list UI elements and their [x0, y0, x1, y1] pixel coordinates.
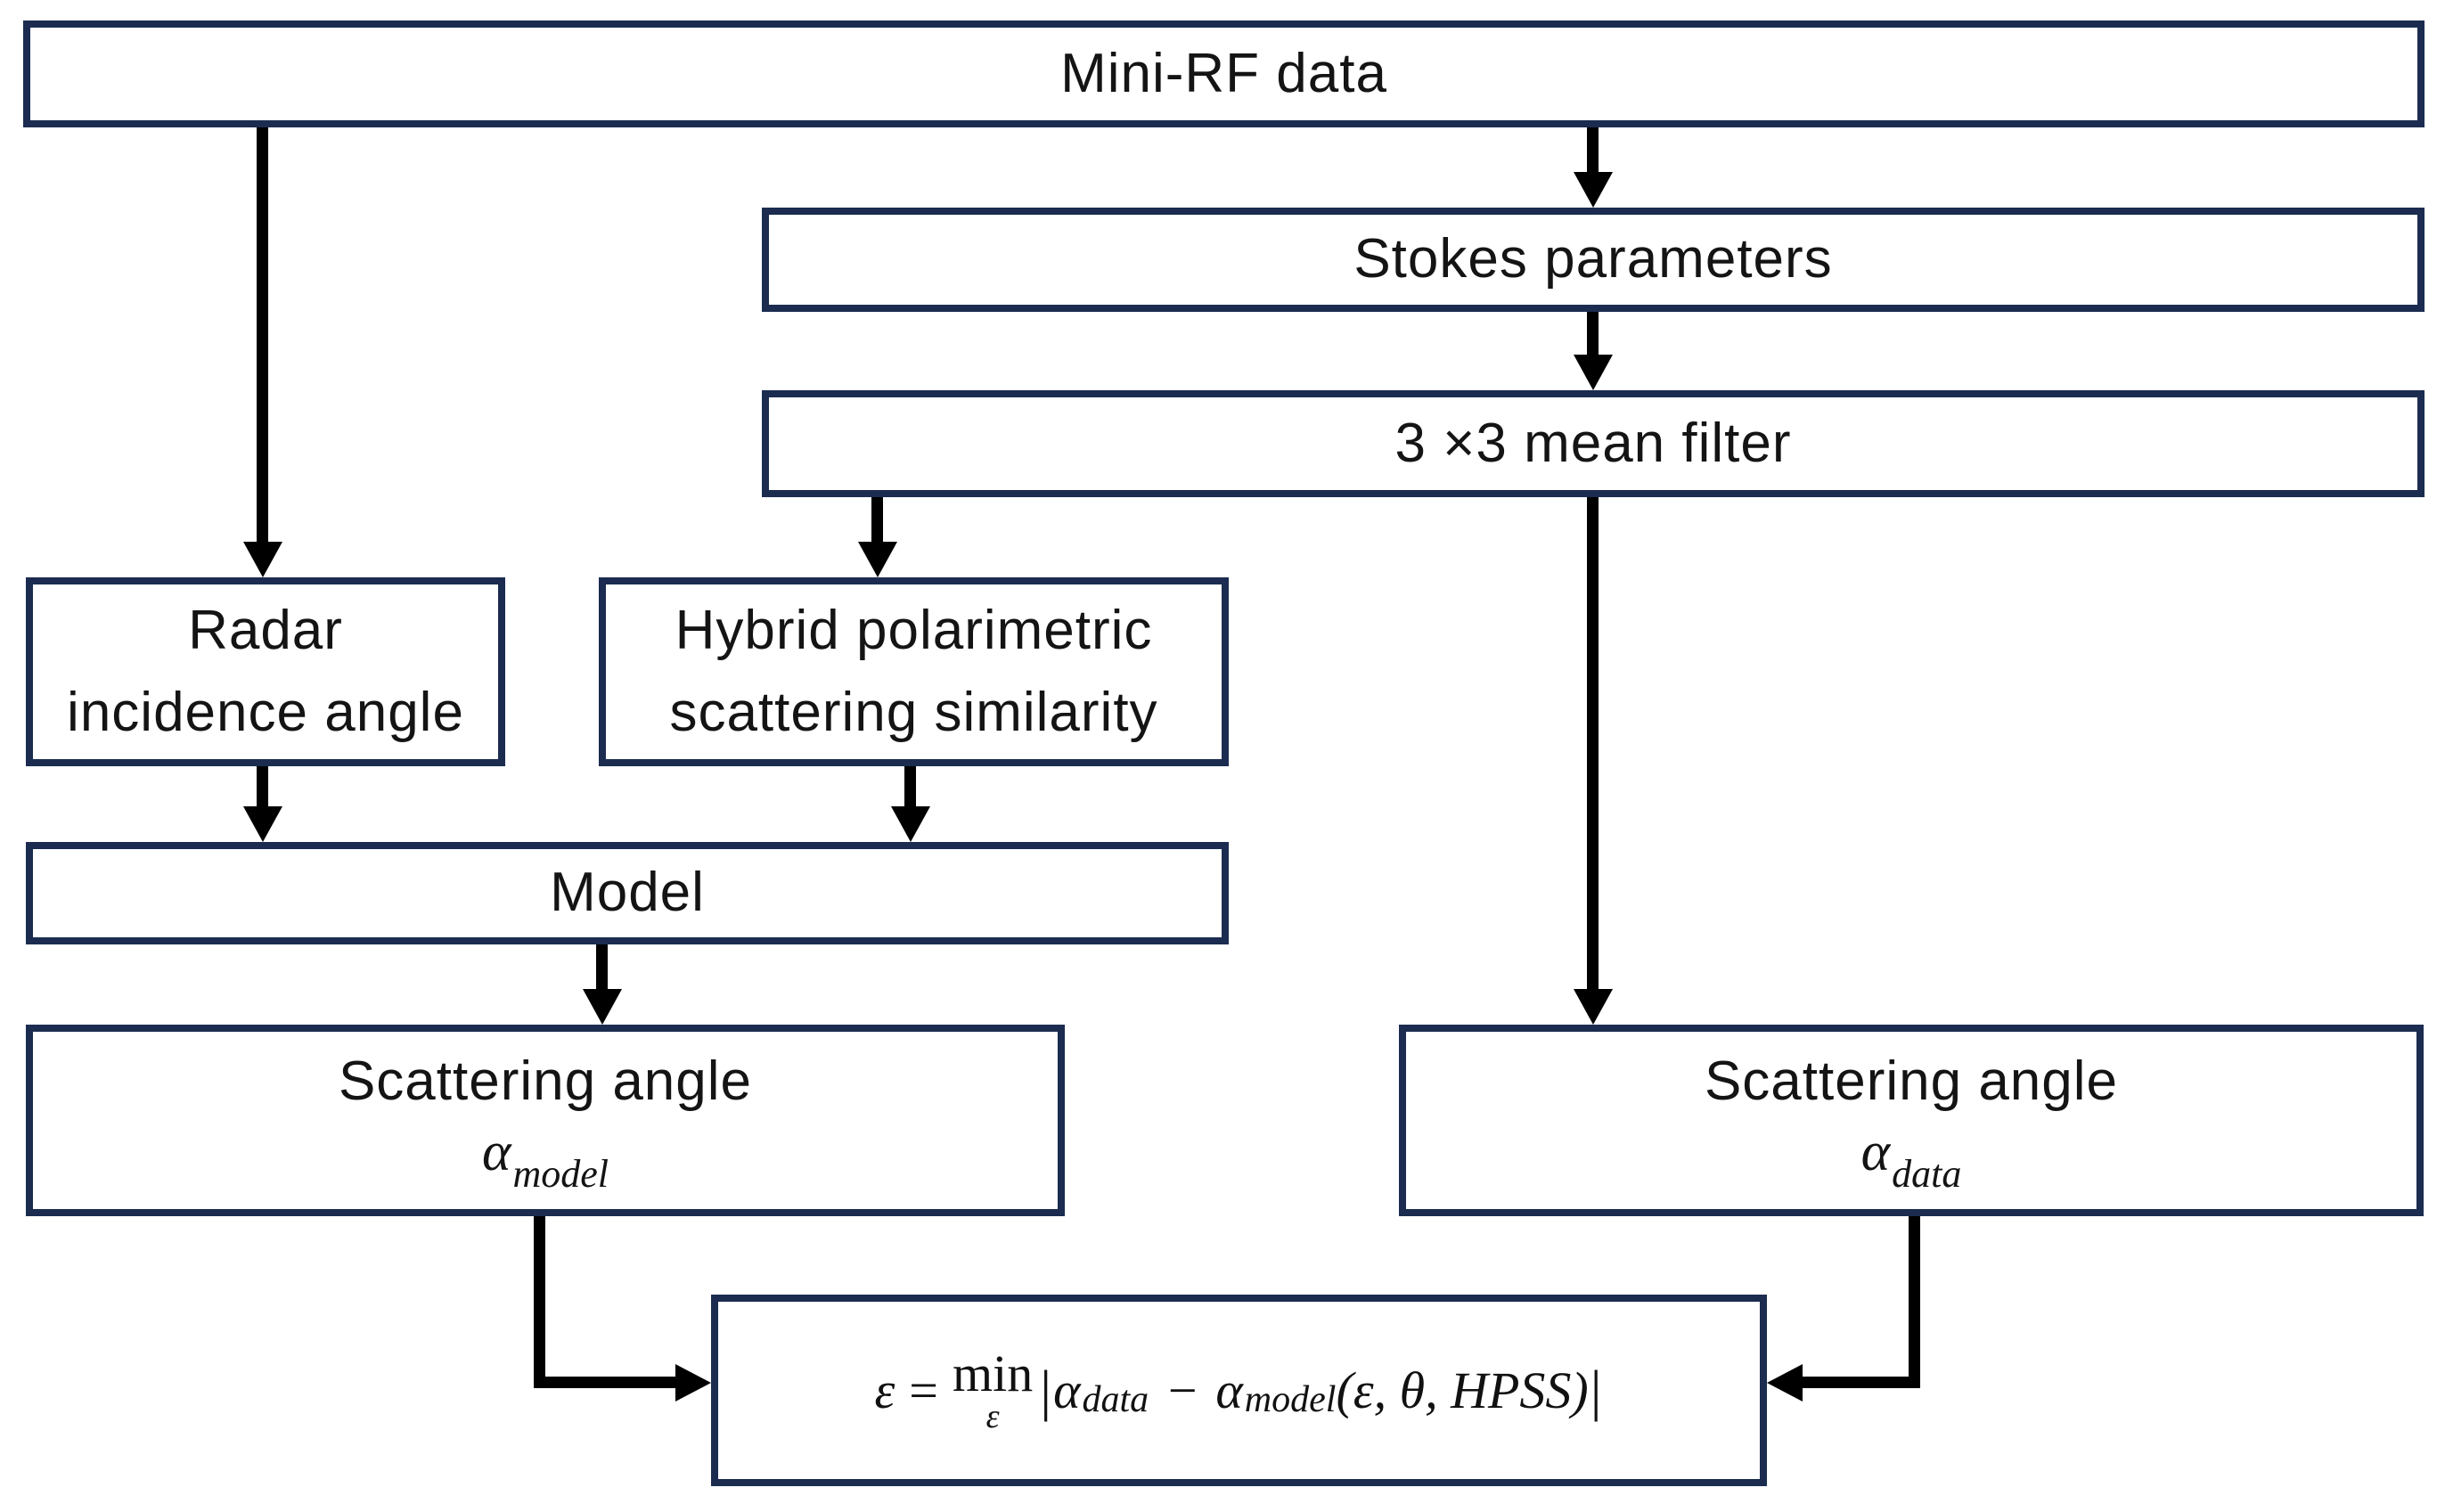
- alpha-glyph: α: [481, 1122, 511, 1183]
- alpha-subscript: data: [1892, 1152, 1962, 1197]
- arrow-shaft: [871, 497, 883, 551]
- formula-lhs: ε: [874, 1361, 895, 1419]
- arrowhead-down-icon: [1574, 355, 1613, 390]
- box-mean-filter: 3 ×3 mean filter: [762, 390, 2425, 497]
- arrow-minirf-to-radar: [243, 127, 282, 577]
- arrow-stokes-to-meanfilter: [1574, 312, 1613, 390]
- formula-alpha-model: α: [1215, 1361, 1243, 1419]
- arrow-alphadata-to-formula: [1767, 1216, 1920, 1402]
- arrowhead-down-icon: [583, 989, 622, 1025]
- formula-minus: −: [1165, 1361, 1200, 1419]
- alpha-subscript: model: [512, 1152, 609, 1197]
- box-label-line1: Radar: [188, 600, 343, 662]
- arrowhead-down-icon: [1574, 172, 1613, 208]
- min-word: min: [953, 1344, 1034, 1403]
- box-scattering-angle-model: Scattering angle αmodel: [26, 1025, 1065, 1216]
- arrowhead-left-icon: [1767, 1364, 1803, 1402]
- arrow-shaft: [596, 944, 608, 998]
- box-model: Model: [26, 842, 1229, 944]
- arrow-shaft: [257, 766, 268, 815]
- box-label-line2: scattering similarity: [669, 682, 1158, 743]
- arrow-meanfilter-to-alphadata: [1574, 497, 1613, 1025]
- formula-alpha-data: α: [1053, 1361, 1081, 1419]
- arrowhead-down-icon: [891, 806, 930, 842]
- box-hybrid-polarimetric-scattering-similarity: Hybrid polarimetric scattering similarit…: [599, 577, 1229, 766]
- box-label-line1: Hybrid polarimetric: [675, 600, 1153, 662]
- arrow-model-to-alphamodel: [583, 944, 622, 1025]
- arrow-shaft: [1587, 497, 1599, 998]
- arrow-hybrid-to-model: [891, 766, 930, 842]
- box-mini-rf-data: Mini-RF data: [23, 20, 2425, 127]
- arrowhead-right-icon: [675, 1364, 711, 1402]
- arrow-shaft: [1803, 1377, 1920, 1388]
- box-label: 3 ×3 mean filter: [1394, 412, 1792, 474]
- formula-abs-open: |: [1040, 1358, 1052, 1422]
- alpha-glyph: α: [1860, 1122, 1891, 1183]
- arrowhead-down-icon: [858, 542, 897, 577]
- formula-alpha-data-sub: data: [1082, 1379, 1149, 1420]
- arrow-shaft: [904, 766, 916, 815]
- box-radar-incidence-angle: Radar incidence angle: [26, 577, 505, 766]
- alpha-data-symbol: αdata: [1860, 1122, 1962, 1193]
- box-label: Mini-RF data: [1060, 42, 1387, 104]
- arrow-shaft: [534, 1377, 678, 1388]
- arrow-radar-to-model: [243, 766, 282, 842]
- alpha-model-symbol: αmodel: [481, 1122, 609, 1193]
- formula-min-operator: min ε: [953, 1344, 1034, 1436]
- formula-args: (ε, θ, HPSS): [1336, 1361, 1589, 1419]
- arrowhead-down-icon: [1574, 989, 1613, 1025]
- box-label-line2: incidence angle: [67, 682, 464, 743]
- box-label-line1: Scattering angle: [1704, 1050, 2119, 1113]
- arrow-shaft: [1587, 127, 1599, 181]
- arrow-meanfilter-to-hybrid: [858, 497, 897, 577]
- arrow-shaft: [1909, 1216, 1920, 1388]
- box-scattering-angle-data: Scattering angle αdata: [1399, 1025, 2424, 1216]
- formula-equals: =: [909, 1361, 939, 1419]
- arrow-shaft: [534, 1216, 545, 1388]
- box-label-line1: Scattering angle: [338, 1050, 753, 1113]
- arrowhead-down-icon: [243, 806, 282, 842]
- formula-abs-close: |: [1590, 1358, 1602, 1422]
- formula-alpha-model-sub: model: [1244, 1379, 1337, 1420]
- box-stokes-parameters: Stokes parameters: [762, 208, 2425, 312]
- arrow-alphamodel-to-formula: [534, 1216, 711, 1402]
- min-subscript: ε: [985, 1398, 1000, 1436]
- arrowhead-down-icon: [243, 542, 282, 577]
- arrow-shaft: [257, 127, 268, 551]
- box-label: Model: [550, 862, 705, 924]
- arrow-minirf-to-stokes: [1574, 127, 1613, 208]
- box-label: Stokes parameters: [1353, 228, 1833, 290]
- arrow-shaft: [1587, 312, 1599, 364]
